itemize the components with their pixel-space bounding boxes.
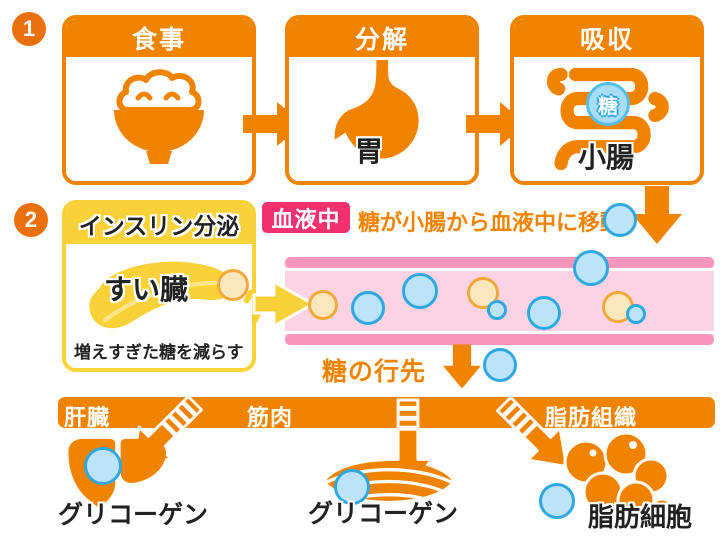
glucose-dot xyxy=(351,291,385,325)
glucose-dot xyxy=(334,469,370,505)
vessel-wall-top xyxy=(285,257,714,268)
pancreas-label: すい臓 xyxy=(104,274,189,305)
band-label-liver: 肝臓 xyxy=(64,405,111,430)
band-label-fat: 脂肪組織 xyxy=(545,405,638,430)
glucose-dot xyxy=(487,300,507,320)
insulin-box-caption: 増えすぎた糖を減らす xyxy=(74,343,244,362)
band-label-muscle: 筋肉 xyxy=(247,405,294,430)
glucose-dot xyxy=(402,273,438,309)
glucose-dot xyxy=(539,483,575,519)
fat-result-label: 脂肪細胞 xyxy=(588,502,693,532)
step2-badge: 2 xyxy=(14,203,48,237)
stomach-icon xyxy=(334,60,419,159)
stomach-label: 胃 xyxy=(355,136,384,167)
intestine-label: 小腸 xyxy=(578,142,635,173)
insulin-arrow-icon xyxy=(252,280,315,328)
breakdown-box-title: 分解 xyxy=(289,19,475,57)
destination-label: 糖の行先 xyxy=(322,358,427,386)
step1-badge: 1 xyxy=(12,12,46,46)
liver-result-label: グリコーゲン xyxy=(58,501,209,529)
glucose-dot xyxy=(84,447,122,485)
glucose-dot xyxy=(527,296,561,330)
arrow-down-icon xyxy=(632,186,682,244)
blood-caption: 糖が小腸から血液中に移動 xyxy=(358,210,623,235)
intestine-icon xyxy=(546,67,669,171)
glucose-dot xyxy=(483,348,517,382)
insulin-dot xyxy=(308,290,338,320)
vessel-gap xyxy=(285,331,714,334)
vessel-gap xyxy=(285,268,714,271)
absorption-box-title: 吸収 xyxy=(514,19,700,57)
glucose-dot xyxy=(603,203,637,237)
vessel-wall-bottom xyxy=(285,334,714,345)
blood-badge: 血液中 xyxy=(262,202,350,233)
fat-cells-icon xyxy=(563,432,673,523)
insulin-dot xyxy=(217,269,249,301)
glucose-dot xyxy=(626,304,646,324)
rice-bowl-icon xyxy=(114,69,204,164)
meal-box-title: 食事 xyxy=(66,19,252,57)
pancreas-icon xyxy=(89,261,233,329)
glucose-dot xyxy=(573,250,609,286)
sugar-particle-badge: 糖 xyxy=(586,82,630,126)
insulin-box-title: インスリン分泌 xyxy=(66,204,252,244)
muscle-result-label: グリコーゲン xyxy=(308,500,459,528)
arrow-down-icon xyxy=(443,344,481,389)
striped-arrow-icon xyxy=(496,396,568,468)
